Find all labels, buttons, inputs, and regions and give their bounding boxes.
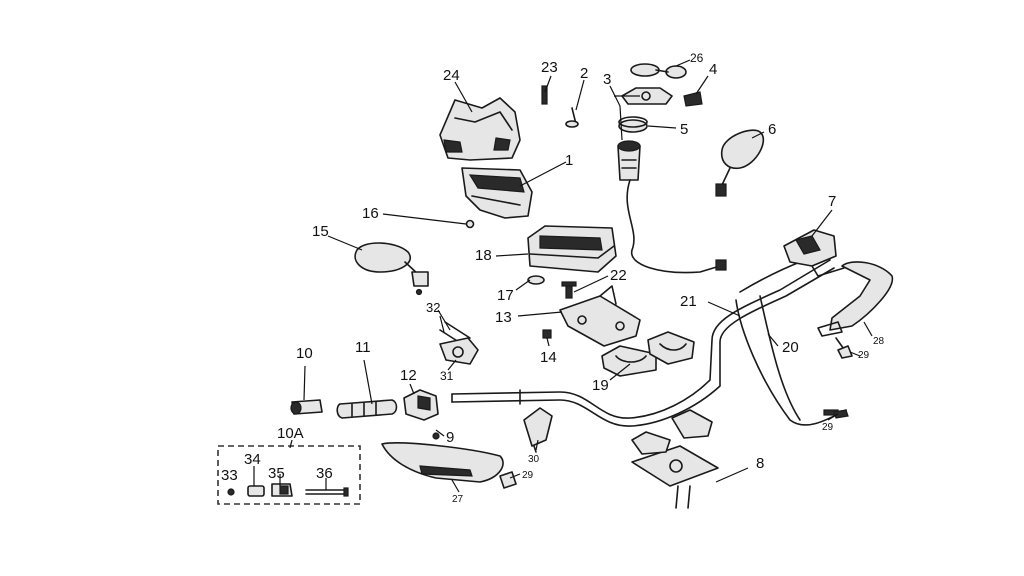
- callout-32: 32: [426, 300, 440, 315]
- part-29-screw-right-upper: [837, 345, 853, 359]
- part-28-hand-guard: [817, 261, 894, 353]
- part-27-hand-guard: [381, 442, 504, 483]
- part-7-switch-housing: [783, 229, 845, 277]
- callout-36: 36: [316, 465, 333, 482]
- part-17-clip: [527, 275, 545, 285]
- part-31-clamp: [439, 337, 479, 365]
- callout-1: 1: [565, 152, 573, 169]
- callout-35: 35: [268, 465, 285, 482]
- part-1-lower-cover: [461, 167, 533, 219]
- callout-19: 19: [592, 377, 609, 394]
- part-18-meter: [527, 225, 617, 273]
- part-14-nut: [542, 329, 552, 339]
- part-29-screw-left: [499, 471, 517, 489]
- callout-11: 11: [355, 339, 371, 356]
- callout-31: 31: [440, 369, 454, 383]
- part-2-pin: [565, 107, 579, 128]
- part-15-left-mirror: [354, 242, 429, 296]
- callout-21: 21: [680, 293, 697, 310]
- callout-20: 20: [782, 339, 799, 356]
- callout-29-right-upper: 29: [858, 350, 870, 361]
- part-23-bolt: [541, 85, 548, 105]
- callout-9: 9: [446, 429, 454, 446]
- part-16-screw: [465, 219, 475, 229]
- part-4-cap: [683, 91, 703, 107]
- callout-24: 24: [443, 67, 460, 84]
- callout-16: 16: [362, 205, 379, 222]
- callout-5: 5: [680, 121, 688, 138]
- part-3-bracket: [621, 87, 673, 105]
- part-22-bolt: [561, 281, 577, 299]
- kit-10a-box: [217, 445, 361, 505]
- callout-30: 30: [528, 454, 540, 465]
- callout-13: 13: [495, 309, 512, 326]
- callout-29-right-lower: 29: [822, 422, 834, 433]
- part-19-clamp-b: [647, 331, 695, 365]
- part-10-bar-end: [290, 399, 323, 415]
- callout-17: 17: [497, 287, 514, 304]
- part-24-upper-cover: [439, 97, 521, 161]
- callout-28: 28: [873, 336, 885, 347]
- callout-7: 7: [828, 193, 836, 210]
- part-30-bracket: [523, 407, 553, 453]
- part-5-ring: [618, 116, 648, 133]
- callout-3: 3: [603, 71, 611, 88]
- part-6-right-mirror: [715, 129, 765, 197]
- part-19-clamp-a: [601, 345, 657, 377]
- callout-10a: 10A: [277, 425, 304, 442]
- callout-10: 10: [296, 345, 313, 362]
- leader-lines: [253, 59, 873, 493]
- callout-2: 2: [580, 65, 588, 82]
- part-12-throttle-housing: [403, 389, 439, 421]
- part-11-grip: [336, 399, 398, 419]
- part-8-lower-bracket: [631, 409, 719, 509]
- callout-27: 27: [452, 494, 464, 505]
- callout-4: 4: [709, 61, 717, 78]
- callout-34: 34: [244, 451, 261, 468]
- callout-29-left: 29: [522, 470, 534, 481]
- part-3-switch-body: [617, 140, 727, 274]
- callout-labels: 24 1 23 2 3 26 4 5 6 7 16 15 18 17 22 21…: [221, 51, 885, 505]
- callout-12: 12: [400, 367, 417, 384]
- part-21-cable: [735, 261, 847, 426]
- callout-22: 22: [610, 267, 627, 284]
- callout-23: 23: [541, 59, 558, 76]
- callout-33: 33: [221, 467, 238, 484]
- callout-14: 14: [540, 349, 557, 366]
- callout-26: 26: [690, 51, 704, 65]
- part-13-meter-bracket: [559, 285, 641, 347]
- callout-6: 6: [768, 121, 776, 138]
- part-9-screw: [432, 432, 440, 440]
- part-26-key: [630, 63, 687, 79]
- callout-8: 8: [756, 455, 764, 472]
- part-29-screw-right-lower: [833, 409, 849, 419]
- part-20-cable: [759, 295, 801, 421]
- callout-18: 18: [475, 247, 492, 264]
- callout-15: 15: [312, 223, 329, 240]
